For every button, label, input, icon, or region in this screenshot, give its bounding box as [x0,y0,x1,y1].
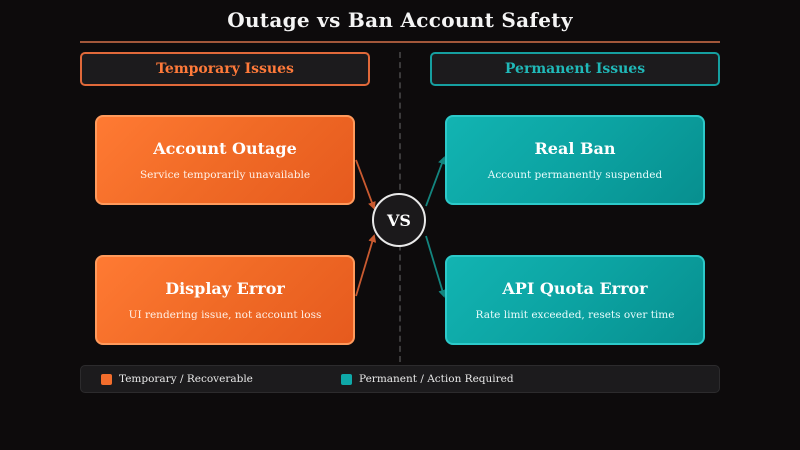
vs-badge: VS [372,193,426,247]
api-quota-error-card: API Quota Error Rate limit exceeded, res… [445,255,705,345]
real-ban-title: Real Ban [534,139,616,158]
account-outage-subtitle: Service temporarily unavailable [139,169,311,181]
legend-temporary-label: Temporary / Recoverable [119,373,253,385]
legend-item-permanent: Permanent / Action Required [341,373,514,385]
display-error-title: Display Error [165,279,285,298]
diagram-title: Outage vs Ban Account Safety [227,8,573,32]
legend-item-temporary: Temporary / Recoverable [101,373,253,385]
permanent-issues-label: Permanent Issues [504,61,646,77]
display-error-card: Display Error UI rendering issue, not ac… [95,255,355,345]
arrow-vs-to-real-ban [425,156,446,207]
arrow-vs-to-api-quota [425,235,447,298]
display-error-subtitle: UI rendering issue, not account loss [128,309,322,321]
legend-permanent-label: Permanent / Action Required [359,373,514,385]
api-quota-error-subtitle: Rate limit exceeded, resets over time [475,309,675,321]
permanent-issues-header: Permanent Issues [430,52,720,86]
arrow-display-error-to-vs [355,234,377,297]
temporary-issues-label: Temporary Issues [156,61,294,77]
arrow-outage-to-vs [355,159,376,210]
vs-label: VS [387,210,411,230]
account-outage-card: Account Outage Service temporarily unava… [95,115,355,205]
real-ban-card: Real Ban Account permanently suspended [445,115,705,205]
temporary-issues-header: Temporary Issues [80,52,370,86]
account-outage-title: Account Outage [153,139,297,158]
legend: Temporary / Recoverable Permanent / Acti… [80,365,720,393]
api-quota-error-title: API Quota Error [502,279,648,298]
title-divider [80,41,720,43]
real-ban-subtitle: Account permanently suspended [487,169,663,181]
temporary-swatch [101,373,112,385]
permanent-swatch [341,373,352,385]
